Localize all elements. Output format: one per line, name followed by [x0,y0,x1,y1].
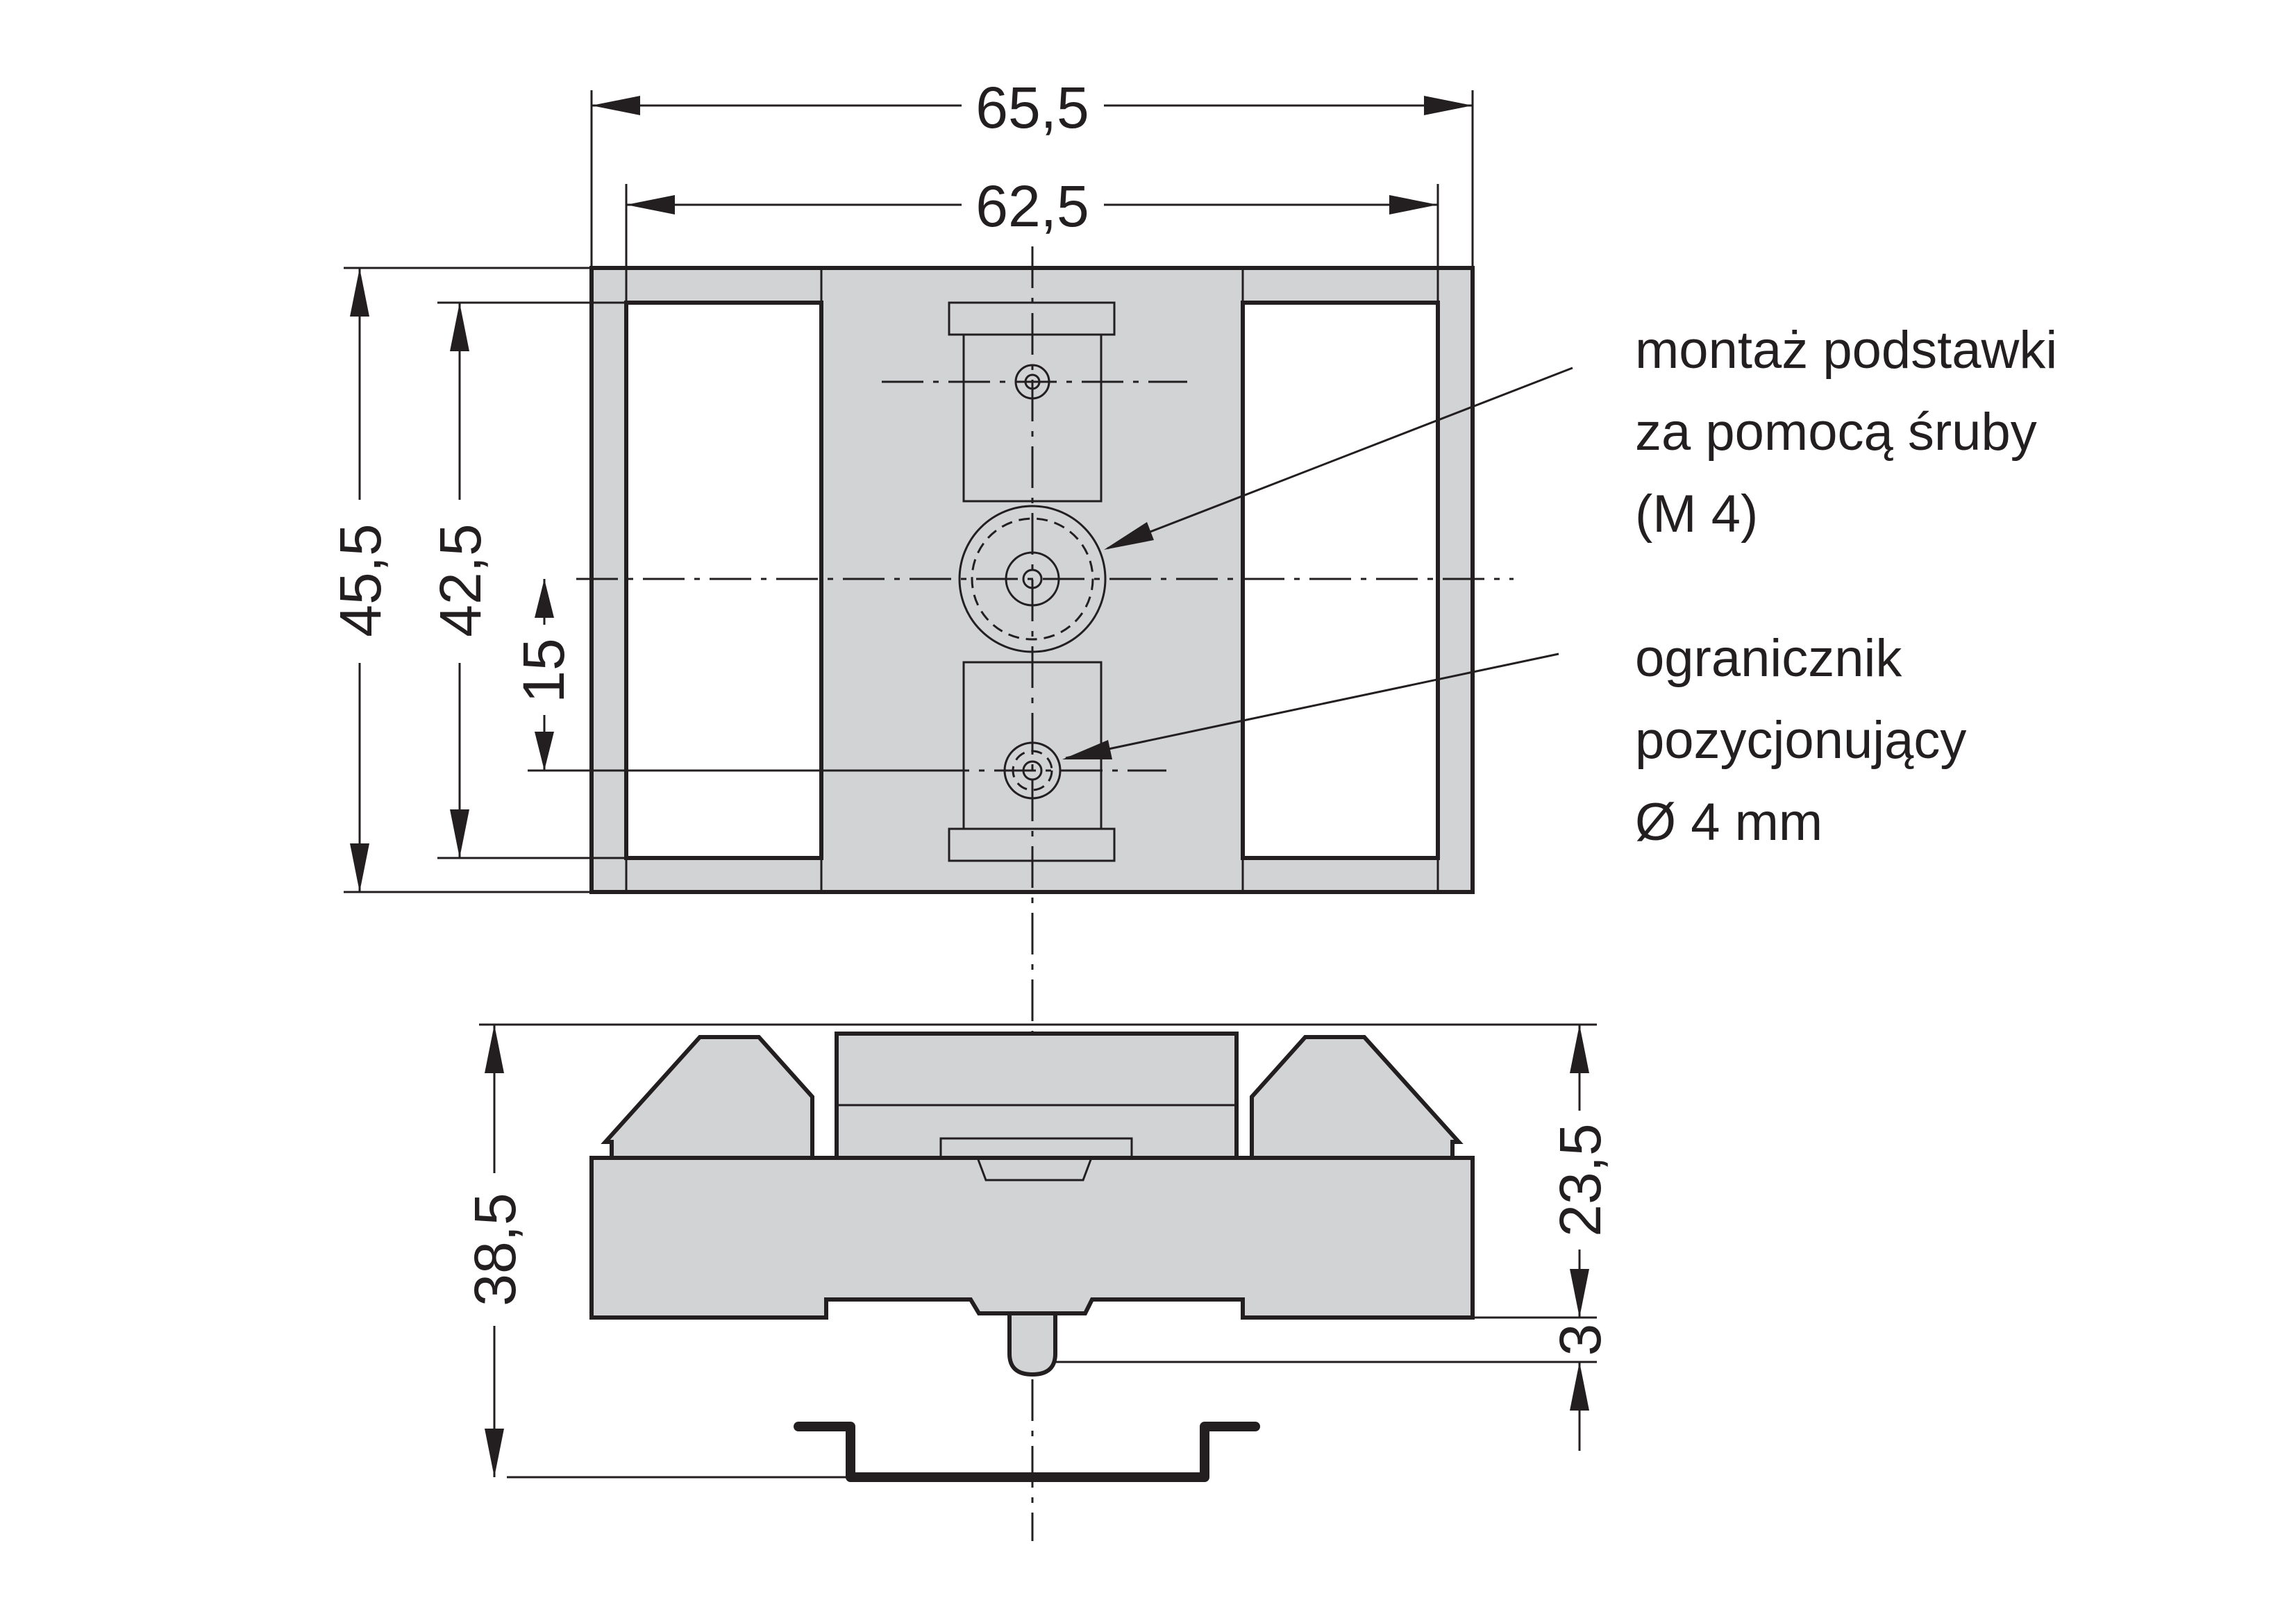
positioning-stop-line-3: Ø 4 mm [1635,793,1822,852]
dimension-labels: 65,5 62,5 45,5 42,5 15 38,5 23,5 3 [328,75,1613,1356]
positioning-stop-leader [1065,653,1559,759]
screw-mount-line-3: (M 4) [1635,485,1758,544]
screw-mount-line-1: montaż podstawki [1635,321,2057,380]
left-opening [624,301,823,860]
dim-inner-width: 62,5 [975,174,1089,239]
dim-base-height: 23,5 [1548,1123,1613,1237]
dimension-lines [344,90,1597,1479]
annotation-positioning-stop: ogranicznik pozycjonujący Ø 4 mm [1635,629,1966,852]
right-opening [1241,301,1440,860]
positioning-stop-line-1: ogranicznik [1635,629,1902,688]
dim-overall-width: 65,5 [975,75,1089,140]
dim-pin-length: 3 [1548,1324,1613,1356]
positioning-stop-line-2: pozycjonujący [1635,711,1966,770]
side-body [589,1156,1475,1320]
side-view [589,1032,1475,1482]
dim-overall-depth: 45,5 [328,523,393,637]
screw-mount-leader [1107,367,1573,550]
side-positioning-pin [1007,1311,1057,1377]
screw-mount-line-2: za pomocą śruby [1635,403,2037,462]
din-rail [794,1422,1260,1482]
dim-inner-depth: 42,5 [428,523,493,637]
top-view [528,246,1514,1541]
annotation-screw-mount: montaż podstawki za pomocą śruby (M 4) [1635,321,2057,544]
dim-total-height: 38,5 [462,1193,528,1306]
dim-hole-spacing: 15 [511,638,576,702]
